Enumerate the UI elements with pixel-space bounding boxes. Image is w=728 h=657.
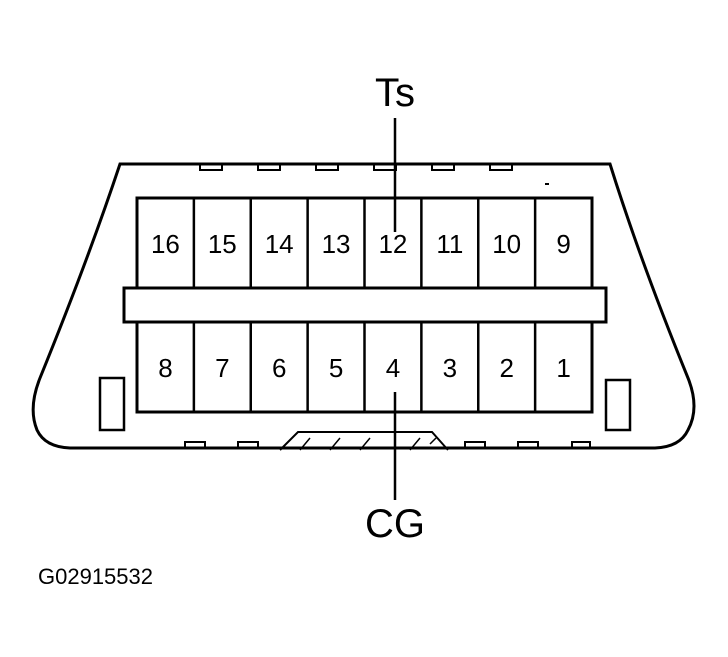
pin-9-label: 9 (556, 229, 570, 259)
housing-bottom-notches (184, 441, 591, 448)
left-latch-slot (98, 376, 126, 432)
housing-top-notches (199, 164, 549, 185)
key-hatch (299, 437, 437, 451)
cg-callout-label: CG (365, 502, 425, 546)
ts-callout-label: Ts (375, 71, 415, 115)
pin-5-label: 5 (329, 353, 343, 383)
top-pin-cells: 16 15 14 13 12 11 10 9 (151, 198, 571, 288)
pin-6-label: 6 (272, 353, 286, 383)
center-divider-bar (122, 286, 608, 324)
pin-14-label: 14 (265, 229, 294, 259)
pin-10-label: 10 (492, 229, 521, 259)
pin-11-label: 11 (436, 229, 463, 259)
pin-3-label: 3 (443, 353, 457, 383)
pin-1-label: 1 (556, 353, 570, 383)
pin-13-label: 13 (322, 229, 351, 259)
pin-15-label: 15 (208, 229, 237, 259)
pin-16-label: 16 (151, 229, 180, 259)
housing-center-key (279, 431, 449, 451)
connector-housing (31, 162, 696, 450)
pin-7-label: 7 (215, 353, 229, 383)
pin-4-label: 4 (386, 353, 400, 383)
pin-8-label: 8 (158, 353, 172, 383)
pin-2-label: 2 (499, 353, 513, 383)
figure-code: G02915532 (38, 564, 153, 589)
right-latch-slot (604, 378, 632, 432)
bottom-pin-cells: 8 7 6 5 4 3 2 1 (158, 322, 571, 412)
pin-12-label: 12 (378, 229, 407, 259)
